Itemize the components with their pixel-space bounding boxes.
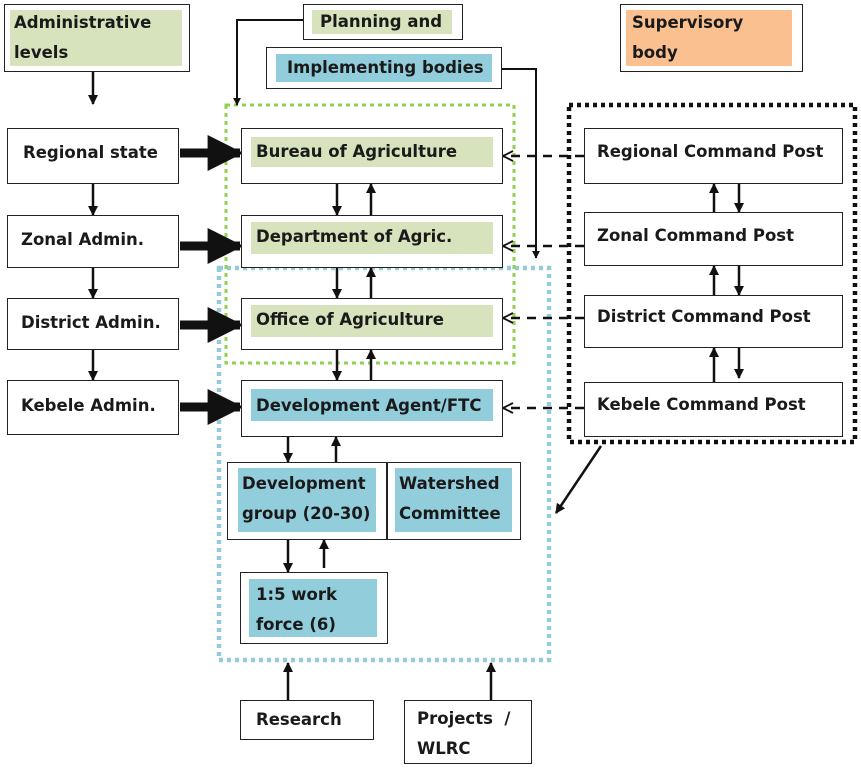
admin-zonal-box [7,215,179,268]
office-label: Office of Agriculture [256,310,444,329]
workforce-label: 1:5 work force (6) [256,585,337,634]
planning-header-box [303,4,463,40]
cmd-zonal-label: Zonal Command Post [597,226,794,245]
cmd-district-box [584,295,843,348]
workforce-box [240,572,388,644]
research-label: Research [256,710,342,729]
cmd-zonal-box [584,212,843,266]
office-box [241,298,503,350]
bureau-label: Bureau of Agriculture [256,142,458,161]
cmd-regional-box [584,128,843,184]
admin-levels-header [4,4,190,72]
implementing-header-box [266,47,502,89]
dev-agent-label: Development Agent/FTC [256,396,482,415]
admin-levels-label: Administrative levels [14,13,152,62]
dev-agent-box [241,380,503,437]
cmd-district-label: District Command Post [597,307,811,326]
watershed-box [387,462,521,540]
bureau-box [241,128,503,184]
admin-regional-label: Regional state [23,143,158,162]
watershed-label: Watershed Committee [399,474,501,523]
cmd-kebele-box [584,382,843,437]
supervisory-header-label: Supervisory body [632,13,744,62]
admin-district-label: District Admin. [21,313,161,332]
research-box [240,700,374,740]
projects-label: Projects / WLRC [417,709,522,758]
cmd-regional-label: Regional Command Post [597,142,824,161]
blue-dotted-frame [216,265,552,663]
cmd-kebele-label: Kebele Command Post [597,395,806,414]
supervisory-diagonal-arrow [554,445,603,514]
department-box [241,215,503,268]
admin-kebele-label: Kebele Admin. [21,396,156,415]
admin-zonal-label: Zonal Admin. [21,230,145,249]
admin-regional-box [7,128,179,184]
admin-kebele-box [7,380,179,435]
admin-district-box [7,298,179,350]
projects-box [404,700,532,764]
supervisory-header-box [620,4,803,72]
dev-group-box [227,462,387,540]
dev-group-label: Development group (20-30) [242,474,371,523]
implementing-elbow-arrow [502,68,540,259]
implementing-header-label: Implementing bodies [287,58,484,77]
planning-elbow-arrow [233,19,303,106]
department-label: Department of Agric. [256,227,453,246]
planning-header-label: Planning and [320,12,443,31]
